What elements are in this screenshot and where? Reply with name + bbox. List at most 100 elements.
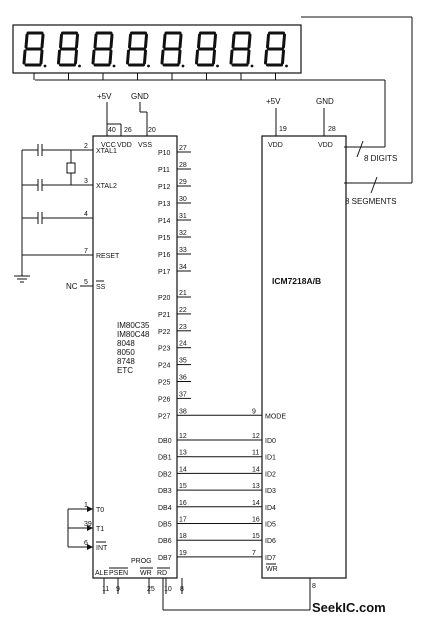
mcu-pin-number: 16: [179, 500, 187, 507]
driver-wr-label: WR: [266, 566, 278, 573]
digit-decimal-point: [78, 64, 81, 68]
nc-label: NC: [66, 282, 78, 291]
digit-segment: [246, 49, 251, 65]
driver-pin-number: 12: [252, 433, 260, 440]
digit-segment: [39, 49, 44, 65]
mcu-pin-label: P13: [158, 201, 171, 208]
driver-pin-label: ID4: [265, 505, 276, 512]
mcu-pin-label: DB7: [158, 555, 172, 562]
digits-bus-label: 8 DIGITS: [364, 154, 397, 163]
digit-decimal-point: [181, 64, 185, 68]
digit-segment: [195, 49, 199, 65]
mcu-pin-number: 38: [179, 408, 187, 415]
mcu-left-pin-number: 2: [84, 143, 88, 150]
digit-segment: [247, 33, 252, 49]
digit-segment: [59, 33, 63, 49]
digit-segment: [177, 49, 182, 65]
mcu-left-pin-label: T0: [96, 507, 104, 514]
driver-pin-number: 15: [252, 533, 260, 540]
digit-segment: [126, 49, 130, 65]
mcu-pin-label: DB0: [158, 438, 172, 445]
mcu-bottom-pin-number: 10: [164, 586, 172, 593]
mcu-pin-label: P11: [158, 167, 170, 174]
digit-segment: [75, 33, 79, 49]
mcu-pin-label: P25: [158, 380, 171, 387]
mcu-pin-label: P12: [158, 184, 171, 191]
mcu-pin-number: 30: [179, 196, 187, 203]
mcu-pin-number: 23: [179, 324, 187, 331]
mcu-left-pin-label: XTAL1: [96, 148, 117, 155]
mcu-pin-label: P21: [158, 312, 171, 319]
mcu-pin-label: P22: [158, 329, 171, 336]
mcu-pin-number: 19: [179, 550, 187, 557]
digit-segment: [162, 33, 167, 49]
mcu-pin40-num: 40: [108, 127, 116, 134]
driver-left-pins: MODE9ID012ID111ID214ID313ID414ID516ID615…: [191, 408, 316, 590]
mcu-pin-number: 27: [179, 145, 187, 152]
mcu-bottom-pin-number: 11: [102, 586, 109, 593]
digit-segment: [213, 33, 217, 49]
mcu-pin-label: DB2: [158, 471, 172, 478]
display-digit: [195, 31, 219, 80]
digit-group: [22, 31, 288, 80]
ground-symbol: [14, 270, 30, 283]
mcu-pin-number: 18: [179, 533, 187, 540]
display-driver-chip: ICM7218A/B +5V GND 19 28 VDD VDD MODE9ID…: [191, 97, 347, 590]
digit-decimal-point: [147, 64, 150, 68]
digits-bus-slash: [356, 140, 364, 158]
mcu-name-line: IM80C48: [117, 330, 150, 339]
mcu-pin-number: 31: [179, 213, 187, 220]
mcu-name-line: 8050: [117, 348, 135, 357]
digit-segment: [57, 49, 61, 65]
mcu-left-pin-number: 7: [84, 248, 88, 255]
mcu-left-pin-label: INT: [96, 545, 108, 552]
mcu-right-pins: P1027P1128P1229P1330P1431P1532P1633P1734…: [158, 145, 191, 562]
mcu-pin-number: 37: [179, 391, 187, 398]
mcu-bottom-pin-label: ALE: [95, 570, 109, 577]
digit-segment: [24, 33, 29, 49]
mcu-name-line: IM80C35: [117, 321, 150, 330]
driver-pin-number: 13: [252, 483, 260, 490]
driver-vplus-label: +5V: [266, 97, 281, 106]
digit-segment: [74, 49, 78, 65]
mcu-left-pin-number: 6: [84, 540, 88, 547]
mcu-left-pin-number: 1: [84, 502, 88, 509]
mcu-pin-number: 29: [179, 179, 187, 186]
mcu-left-pin-number: 3: [84, 178, 88, 185]
mcu-pin-label: DB6: [158, 538, 172, 545]
mcu-pin-label: P26: [158, 396, 171, 403]
driver-pin-number: 14: [252, 500, 260, 507]
digit-segment: [231, 33, 236, 49]
mcu-pin-label: P17: [158, 269, 171, 276]
digit-decimal-point: [250, 64, 254, 68]
mcu-pin-label: P24: [158, 363, 171, 370]
display-digit: [264, 31, 288, 80]
mcu-pin-label: P20: [158, 295, 171, 302]
driver-vdd1-label: VDD: [268, 142, 283, 149]
mcu-pin-label: DB3: [158, 488, 172, 495]
driver-body: [261, 135, 347, 579]
mcu-left-pin-label: T1: [96, 526, 104, 533]
mcu-bottom-pin-label: RD: [157, 570, 167, 577]
driver-pin-label: MODE: [265, 413, 286, 420]
digit-segment: [264, 49, 268, 65]
mcu-pin20-num: 20: [148, 127, 156, 134]
driver-pin-label: ID2: [265, 471, 276, 478]
driver-pin-number: 16: [252, 517, 260, 524]
mcu-left-pin-label: RESET: [96, 253, 120, 260]
display-digit: [57, 31, 81, 80]
mcu-left-pin-label: XTAL2: [96, 183, 117, 190]
mcu-vcc-label: VCC: [101, 142, 116, 149]
mcu-pin-label: P10: [158, 150, 171, 157]
driver-pin-number: 9: [252, 408, 256, 415]
mcu-pin-number: 17: [179, 517, 187, 524]
digit-segment: [281, 49, 285, 65]
mcu-pin-number: 33: [179, 247, 187, 254]
driver-pin-label: ID7: [265, 555, 276, 562]
display-frame: [12, 24, 302, 74]
mcu-left-pin-number: 39: [84, 521, 92, 528]
digit-decimal-point: [112, 64, 116, 68]
